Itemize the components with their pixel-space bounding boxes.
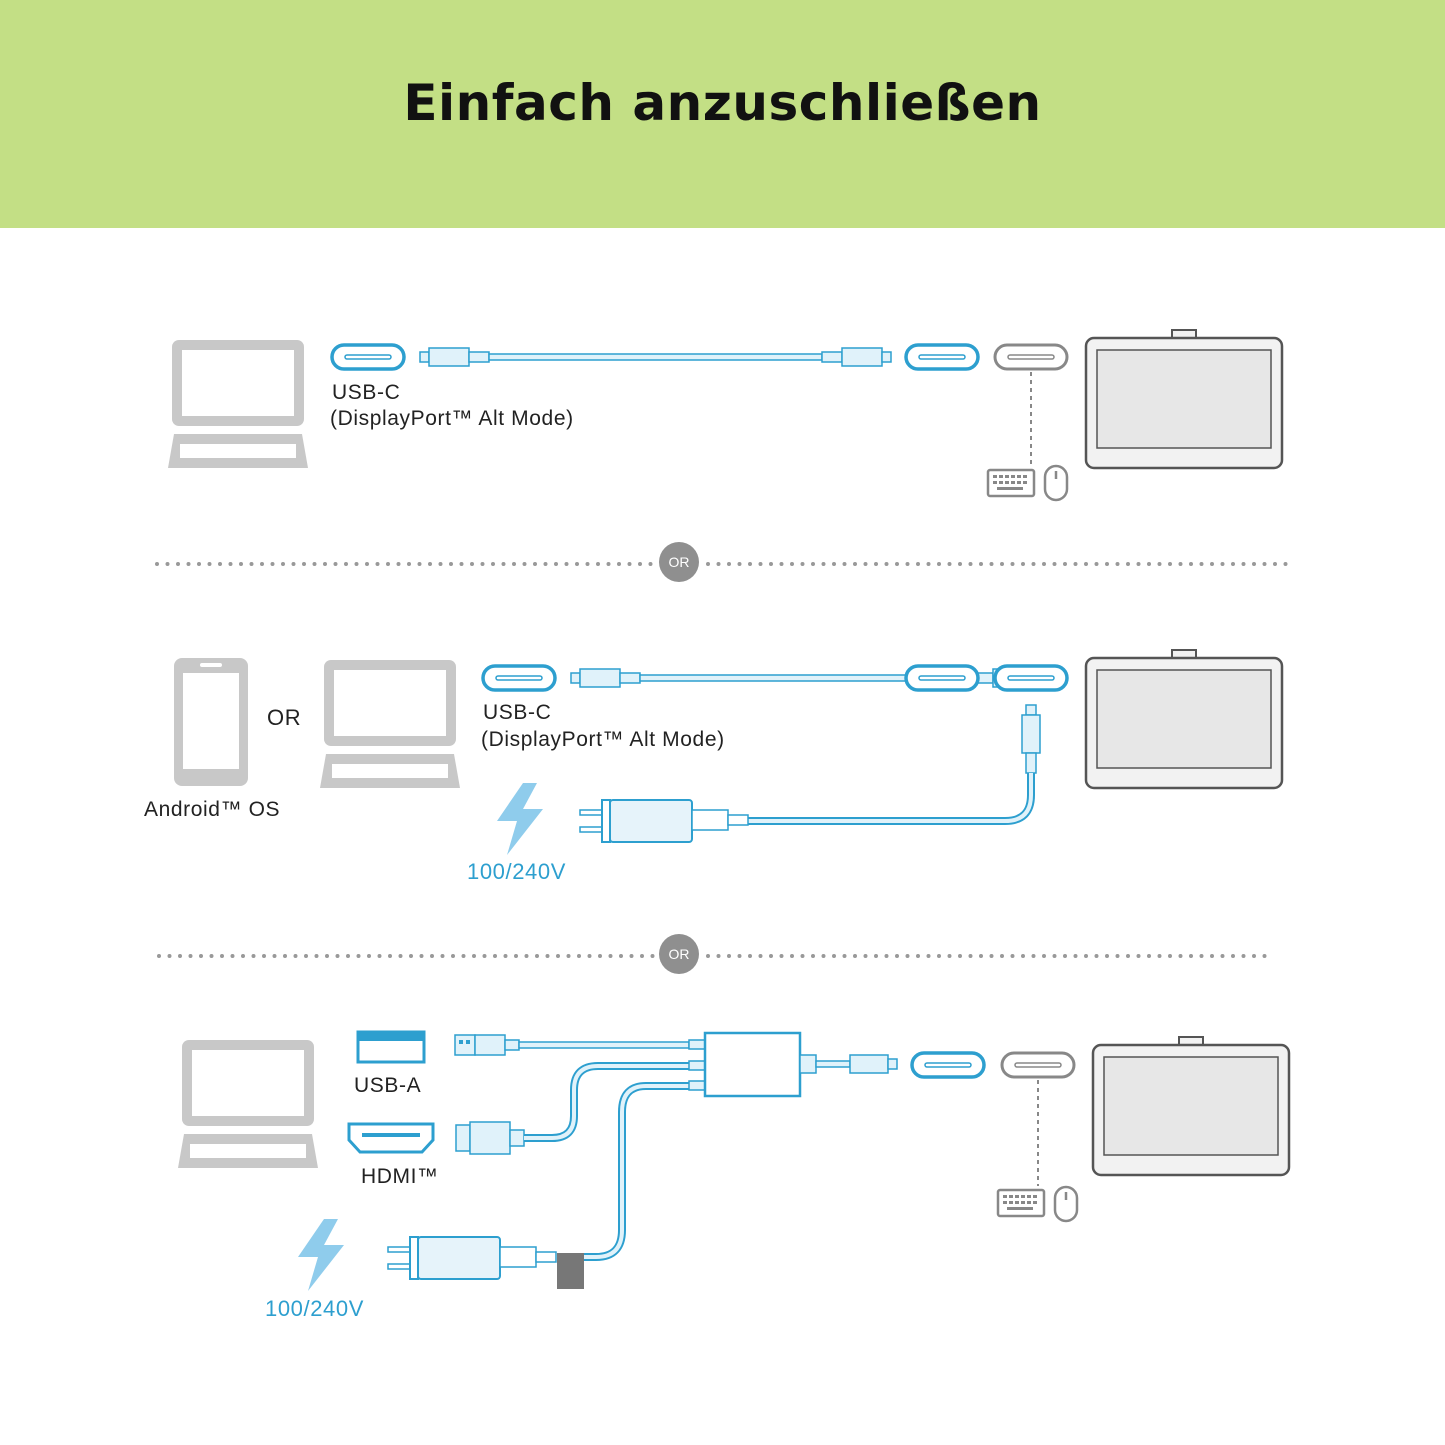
- header-banner: Einfach anzuschließen: [0, 0, 1445, 228]
- smartphone-icon: [174, 658, 248, 786]
- laptop-icon: [320, 660, 460, 788]
- usb-c-port-icon: [904, 664, 980, 692]
- power-adapter-icon: [579, 799, 749, 843]
- usb-c-port-icon: [904, 343, 980, 371]
- displayport-alt-mode-label: (DisplayPort™ Alt Mode): [481, 728, 725, 751]
- lightning-icon: [497, 783, 543, 855]
- displayport-alt-mode-label: (DisplayPort™ Alt Mode): [330, 407, 574, 430]
- voltage-label: 100/240V: [467, 859, 566, 884]
- converter-box-icon: [688, 1031, 898, 1098]
- usb-c-cable-icon: [419, 347, 892, 367]
- display-usb-c-port-icon: [993, 664, 1069, 692]
- or-badge-label: OR: [668, 946, 690, 962]
- laptop-icon: [178, 1040, 318, 1168]
- usb-c-port-icon: [330, 343, 406, 371]
- usb-a-label: USB-A: [354, 1074, 422, 1097]
- mouse-icon: [1053, 1185, 1079, 1223]
- display-usb-c-port-icon: [1000, 1051, 1076, 1079]
- mouse-icon: [1043, 464, 1069, 502]
- usb-a-cable-icon: [454, 1034, 690, 1056]
- or-badge: [659, 542, 699, 582]
- power-adapter-icon: [387, 1236, 557, 1280]
- hdmi-label: HDMI™: [361, 1165, 439, 1188]
- device-or-label: OR: [267, 705, 302, 730]
- hdmi-cable-icon: [455, 1062, 689, 1155]
- laptop-icon: [168, 340, 308, 468]
- usb-c-port-icon: [910, 1051, 986, 1079]
- lightning-icon: [298, 1219, 344, 1291]
- pen-display-icon: [1091, 1035, 1291, 1177]
- usb-c-label: USB-C: [483, 701, 552, 724]
- usb-c-label: USB-C: [332, 381, 401, 404]
- keyboard-icon: [986, 468, 1036, 498]
- hdmi-port-icon: [347, 1122, 435, 1154]
- page-title: Einfach anzuschließen: [403, 74, 1042, 132]
- pen-display-icon: [1084, 328, 1284, 470]
- pen-display-icon: [1084, 648, 1284, 790]
- keyboard-icon: [996, 1188, 1046, 1218]
- display-usb-c-port-icon: [993, 343, 1069, 371]
- android-os-label: Android™ OS: [144, 798, 281, 821]
- usb-c-port-icon: [481, 664, 557, 692]
- usb-a-port-icon: [356, 1030, 426, 1064]
- or-badge: [659, 934, 699, 974]
- or-badge-label: OR: [668, 554, 690, 570]
- power-cable-icon: [748, 704, 1041, 825]
- power-cable-icon: [557, 1082, 689, 1289]
- voltage-label: 100/240V: [265, 1296, 364, 1321]
